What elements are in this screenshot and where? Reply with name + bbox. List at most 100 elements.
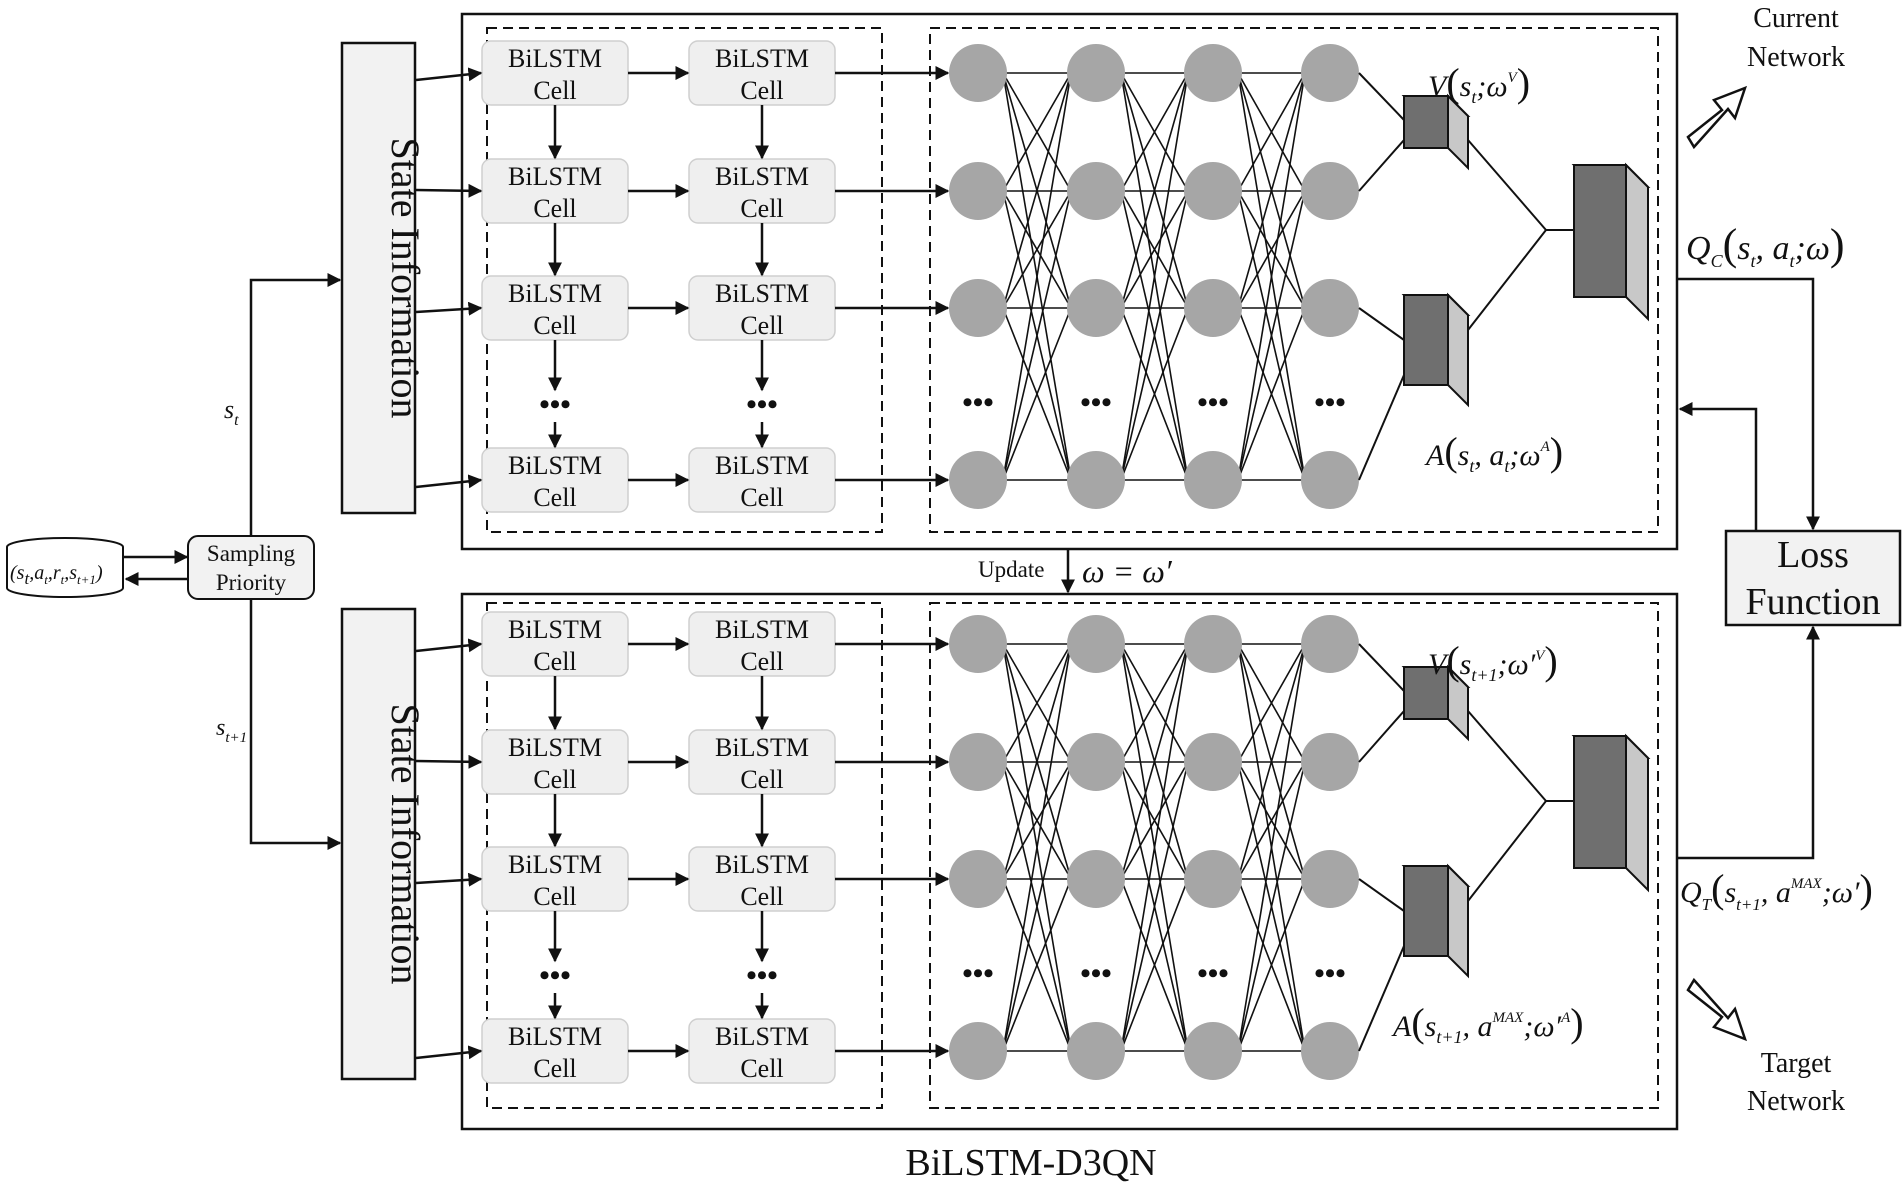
current-network-arrow: [1686, 85, 1748, 150]
bilstm-cell: BiLSTM Cell: [688, 40, 836, 106]
neuron-node: [1184, 1022, 1242, 1080]
bilstm-ellipsis: •••: [539, 959, 571, 992]
dense-to-advantage-edge: [1358, 945, 1405, 1052]
bilstm-cell: BiLSTM Cell: [481, 40, 629, 106]
q-output-block: [1571, 733, 1651, 893]
neuron-node: [1067, 44, 1125, 102]
current-network: BiLSTMCellBiLSTMCellBiLSTMCellBiLSTMCell…: [415, 40, 1359, 513]
dense-edge: [1002, 643, 1072, 880]
dense-edge: [1120, 72, 1189, 192]
neuron-node: [1067, 279, 1125, 337]
dense-edge: [1237, 878, 1306, 1052]
bilstm-cell-label-2: Cell: [533, 194, 576, 223]
neuron-ellipsis: •••: [1080, 957, 1112, 990]
dense-edge: [1237, 643, 1306, 763]
bilstm-cell-label-2: Cell: [533, 76, 576, 105]
neuron-node: [949, 162, 1007, 220]
dense-edge: [1120, 643, 1189, 763]
state-to-bilstm-arrow: [415, 183, 483, 198]
neuron-node: [949, 733, 1007, 791]
dense-to-value-edge: [1358, 139, 1405, 192]
bilstm-cell-label-1: BiLSTM: [715, 44, 809, 73]
target-network-frame: [460, 592, 1679, 1131]
target-network-arrow: [1686, 977, 1748, 1042]
neuron-ellipsis: •••: [962, 957, 994, 990]
neuron-node: [1067, 162, 1125, 220]
dense-edge: [1002, 190, 1072, 309]
bilstm-cell-label-1: BiLSTM: [715, 733, 809, 762]
neuron-ellipsis: •••: [1197, 957, 1229, 990]
st1-connector: [249, 599, 342, 850]
state-info-bottom: State Information: [340, 607, 428, 1081]
bilstm-cell-label-1: BiLSTM: [508, 615, 602, 644]
dense-edge: [1237, 190, 1306, 309]
neuron-node: [1301, 451, 1359, 509]
state-to-bilstm-arrow: [415, 754, 483, 769]
bilstm-cell-label-2: Cell: [740, 76, 783, 105]
neuron-ellipsis: •••: [1197, 386, 1229, 419]
target-network-label-2: Network: [1747, 1086, 1845, 1117]
neuron-node: [949, 279, 1007, 337]
dense-edge: [1002, 307, 1072, 481]
bilstm-cell-label-2: Cell: [740, 311, 783, 340]
value-to-q-edge: [1467, 139, 1547, 231]
dense-edge: [1237, 72, 1306, 481]
bilstm-cell-label-2: Cell: [740, 882, 783, 911]
bilstm-cell-label-1: BiLSTM: [508, 850, 602, 879]
neuron-ellipsis: •••: [1314, 957, 1346, 990]
bilstm-cell-label-1: BiLSTM: [715, 850, 809, 879]
dense-edge: [1002, 761, 1072, 880]
qc-to-loss-arrow: [1678, 277, 1820, 531]
loss-function-box: Loss Function: [1724, 529, 1902, 627]
bilstm-cell-label-1: BiLSTM: [508, 279, 602, 308]
value-stream-block: [1401, 664, 1471, 742]
loss-label-2: Function: [1745, 581, 1880, 623]
bottom-q-formula: QT(st+1, aMAX;ω′): [1680, 866, 1873, 914]
neuron-node: [1067, 615, 1125, 673]
bilstm-ellipsis: •••: [746, 959, 778, 992]
diagram-caption: BiLSTM-D3QN: [905, 1142, 1156, 1184]
current-network-frame: [460, 12, 1679, 551]
top-q-formula: QC(st, at;ω): [1686, 220, 1845, 271]
advantage-stream-block: [1401, 863, 1471, 979]
dense-edge: [1237, 72, 1306, 192]
dense-edge: [1120, 643, 1189, 880]
bilstm-region-bottom: [486, 602, 883, 1109]
dense-edge: [1120, 190, 1189, 481]
dense-to-advantage-edge: [1358, 878, 1405, 912]
dense-edge: [1120, 878, 1189, 1052]
dense-region-bottom: [929, 602, 1659, 1109]
neuron-node: [949, 44, 1007, 102]
top-advantage-formula: A(st, at;ωA): [1424, 429, 1563, 476]
state-info-top-label: State Information: [383, 137, 428, 418]
bilstm-cell: BiLSTM Cell: [688, 729, 836, 795]
neuron-node: [949, 615, 1007, 673]
target-network: BiLSTMCellBiLSTMCellBiLSTMCellBiLSTMCell…: [415, 611, 1359, 1084]
sampling-priority-box: Sampling Priority: [187, 535, 315, 600]
value-stream-block: [1401, 93, 1471, 171]
state-info-top: State Information: [340, 41, 428, 515]
advantage-stream-block: [1401, 292, 1471, 408]
update-equation: ω = ω′: [1082, 553, 1173, 589]
neuron-node: [1301, 279, 1359, 337]
dense-edge: [1002, 72, 1072, 192]
dense-edge: [1002, 72, 1072, 309]
dense-edge: [1002, 643, 1072, 1052]
neuron-node: [1301, 44, 1359, 102]
bilstm-cell-label-1: BiLSTM: [508, 44, 602, 73]
dense-edge: [1002, 761, 1072, 1052]
dense-region-top: [929, 27, 1659, 533]
dense-edge: [1237, 307, 1306, 481]
dense-edge: [1120, 761, 1189, 1052]
neuron-node: [1184, 162, 1242, 220]
bilstm-cell-label-1: BiLSTM: [508, 1022, 602, 1051]
bilstm-cell-label-2: Cell: [740, 765, 783, 794]
bottom-advantage-formula: A(st+1, aMAX;ω′A): [1391, 1000, 1584, 1047]
